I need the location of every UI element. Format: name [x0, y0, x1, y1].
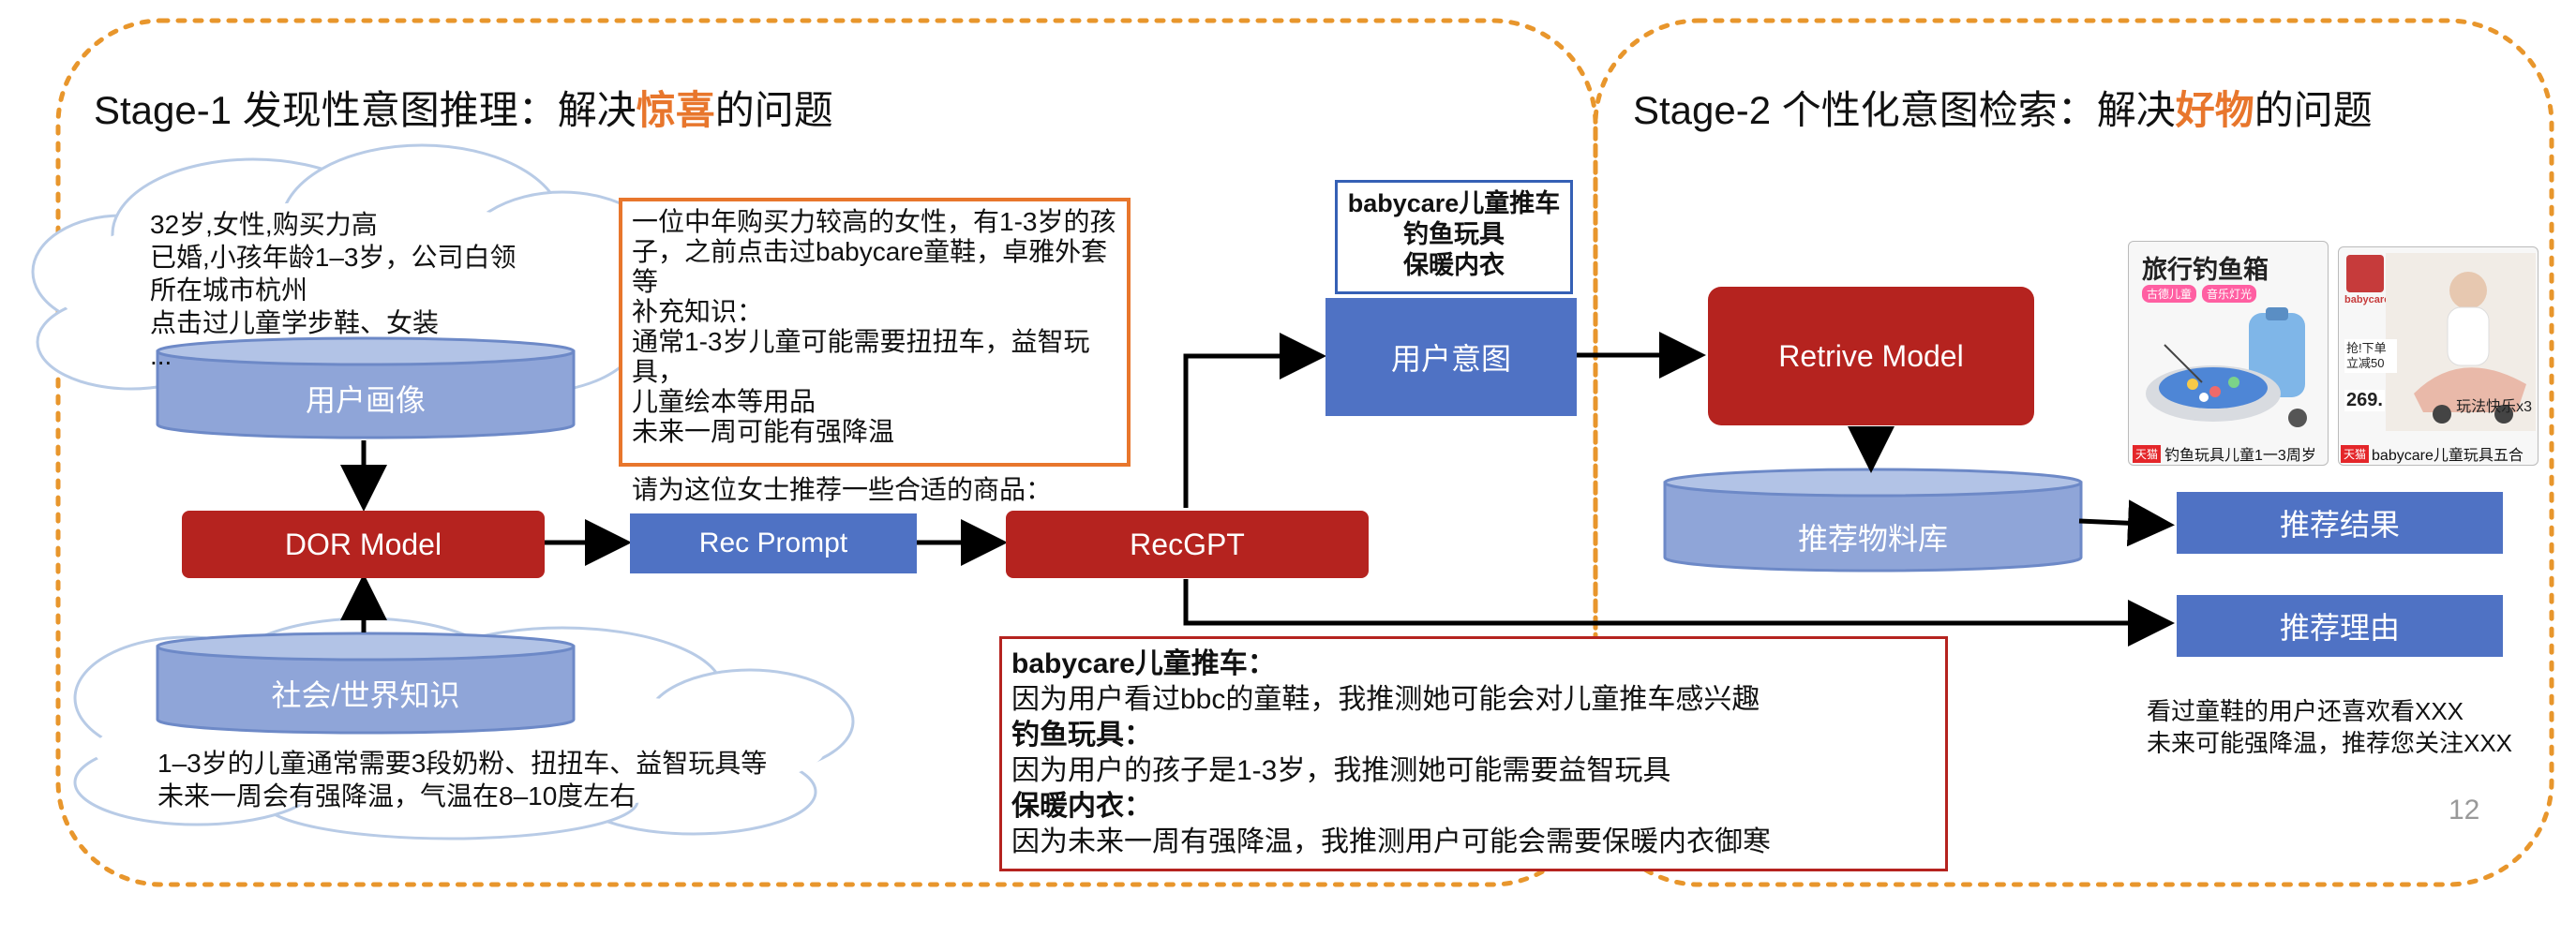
- user-profile-text: 32岁,女性,购买力高 已婚,小孩年龄1–3岁，公司白领 所在城市杭州 点击过儿…: [150, 208, 517, 339]
- product-card-fishing-toy[interactable]: 旅行钓鱼箱 古德儿童 音乐灯光 天猫 钓鱼玩具儿童1一3周岁: [2128, 241, 2329, 466]
- material-pool-label: 推荐物料库: [1797, 522, 1948, 556]
- stage2-title: Stage-2 个性化意图检索：解决好物的问题: [1633, 79, 2373, 136]
- intent-item: babycare儿童推车: [1347, 189, 1561, 217]
- fishing-toy-image: [2146, 307, 2307, 427]
- user-intent-box: 用户意图: [1325, 298, 1577, 416]
- rec-prompt-box: Rec Prompt: [630, 513, 917, 573]
- stage2-title-suffix: 的问题: [2254, 88, 2373, 132]
- product-caption: babycare儿童玩具五合: [2372, 448, 2524, 464]
- product-caption-row: 天猫 babycare儿童玩具五合: [2341, 442, 2524, 465]
- product-price: 269.: [2344, 390, 2385, 411]
- stage1-title-suffix: 的问题: [714, 88, 833, 132]
- knowledge-line: 未来一周会有强降温，气温在8–10度左右: [157, 781, 637, 811]
- arrow-pool-to-result: [2078, 499, 2175, 547]
- retrive-model-box: Retrive Model: [1708, 287, 2034, 425]
- rec-reason-box: 推荐理由: [2177, 595, 2503, 657]
- reason-title: babycare儿童推车：: [1011, 648, 1276, 679]
- prompt-line: 请为这位女士推荐一些合适的商品：: [632, 475, 1053, 504]
- world-knowledge-text: 1–3岁的儿童通常需要3段奶粉、扭扭车、益智玩具等 未来一周会有强降温，气温在8…: [157, 747, 767, 812]
- product-tag: 音乐灯光: [2202, 285, 2257, 303]
- stage2-region: [1593, 18, 2554, 887]
- profile-ellipsis: ...: [150, 341, 172, 370]
- tmall-badge: 天猫: [2341, 444, 2370, 463]
- reasons-box: babycare儿童推车： 因为用户看过bbc的童鞋，我推测她可能会对儿童推车感…: [999, 636, 1948, 871]
- profile-line: 已婚,小孩年龄1–3岁，公司白领: [150, 243, 517, 272]
- knowledge-line: 1–3岁的儿童通常需要3段奶粉、扭扭车、益智玩具等: [157, 749, 768, 778]
- stage2-title-highlight: 好物: [2175, 88, 2254, 132]
- prompt-spacer: [632, 447, 1117, 475]
- tmall-badge: 天猫: [2133, 444, 2162, 463]
- prompt-text-box: 一位中年购买力较高的女性，有1-3岁的孩 子，之前点击过babycare童鞋，卓…: [619, 198, 1131, 504]
- product-card-babycare-toy[interactable]: babycare 抢!下单立减50 269. 玩法快乐x3 天猫 babycar…: [2338, 246, 2539, 466]
- world-knowledge-cylinder: [156, 632, 576, 735]
- product-tag: 古德儿童: [2142, 285, 2197, 303]
- stage1-title-prefix: Stage-1 发现性意图推理：解决: [94, 88, 637, 132]
- arrow-recgpt-to-intent: [1183, 333, 1326, 508]
- stage1-title-highlight: 惊喜: [636, 88, 715, 132]
- prompt-line: 未来一周可能有强降温: [632, 417, 895, 446]
- recgpt-box: RecGPT: [1006, 511, 1369, 578]
- arrow-recgpt-to-reason: [1183, 579, 2175, 647]
- product-banner: 旅行钓鱼箱: [2142, 256, 2269, 284]
- profile-line: 32岁,女性,购买力高: [150, 210, 378, 239]
- reason-title: 保暖内衣：: [1011, 791, 1152, 822]
- intent-item: 保暖内衣: [1403, 251, 1505, 279]
- product-slogan: 玩法快乐x3: [2456, 399, 2532, 415]
- rec-result-box: 推荐结果: [2177, 492, 2503, 554]
- prompt-line: 一位中年购买力较高的女性，有1-3岁的孩: [632, 207, 1116, 236]
- prompt-line: 补充知识：: [632, 297, 764, 326]
- stage2-title-prefix: Stage-2 个性化意图检索：解决: [1633, 88, 2176, 132]
- user-profile-cylinder: [156, 336, 576, 439]
- product-caption: 钓鱼玩具儿童1一3周岁: [2164, 448, 2316, 464]
- reason-text: 因为未来一周有强降温，我推测用户可能会需要保暖内衣御寒: [1011, 826, 1771, 857]
- page-number: 12: [2449, 795, 2480, 825]
- prompt-line: 子，之前点击过babycare童鞋，卓雅外套等: [632, 237, 1108, 296]
- product-promo: 抢!下单立减50: [2344, 339, 2397, 373]
- reason-examples: 看过童鞋的用户还喜欢看XXX 未来可能强降温，推荐您关注XXX: [2147, 695, 2512, 759]
- product-tags: 古德儿童 音乐灯光: [2142, 285, 2257, 303]
- product-caption-row: 天猫 钓鱼玩具儿童1一3周岁: [2133, 442, 2316, 465]
- reason-text: 因为用户的孩子是1-3岁，我推测她可能需要益智玩具: [1011, 755, 1671, 786]
- reason-text: 因为用户看过bbc的童鞋，我推测她可能会对儿童推车感兴趣: [1011, 684, 1760, 715]
- material-pool-cylinder: [1663, 468, 2083, 573]
- reason-example: 未来可能强降温，推荐您关注XXX: [2147, 729, 2513, 757]
- prompt-line: 通常1-3岁儿童可能需要扭扭车，益智玩具，: [632, 327, 1090, 386]
- stage1-title: Stage-1 发现性意图推理：解决惊喜的问题: [94, 79, 833, 136]
- profile-line: 点击过儿童学步鞋、女装: [150, 308, 440, 337]
- brand-logo: [2346, 255, 2384, 292]
- prompt-line: 儿童绘本等用品: [632, 387, 816, 416]
- intent-items-box: babycare儿童推车 钓鱼玩具 保暖内衣: [1335, 180, 1573, 294]
- reason-example: 看过童鞋的用户还喜欢看XXX: [2147, 697, 2464, 725]
- babycare-toy-image: [2386, 253, 2536, 431]
- dor-model-box: DOR Model: [182, 511, 545, 578]
- reason-title: 钓鱼玩具：: [1011, 720, 1152, 751]
- world-knowledge-label: 社会/世界知识: [271, 678, 460, 712]
- user-profile-label: 用户画像: [305, 383, 426, 417]
- intent-item: 钓鱼玩具: [1403, 220, 1505, 248]
- brand-name: babycare: [2344, 294, 2390, 305]
- profile-line: 所在城市杭州: [150, 275, 308, 305]
